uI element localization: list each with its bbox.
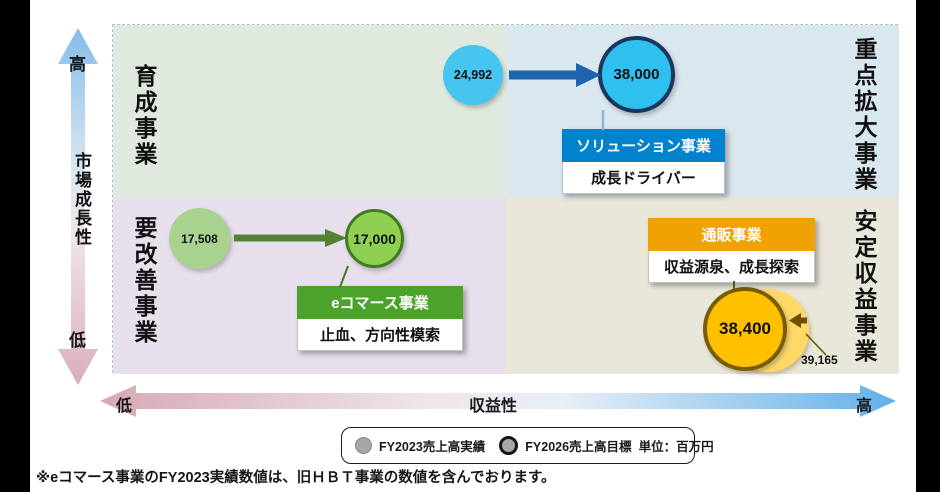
bubble-solution-fy2023: 24,992: [443, 45, 503, 105]
callout-ecommerce-title: eコマース事業: [297, 286, 463, 319]
y-axis-title: 市場成長性: [72, 152, 91, 247]
bubble-solution-fy2026-value: 38,000: [613, 66, 660, 83]
callout-solution-title: ソリューション事業: [562, 129, 725, 162]
callout-mailorder-title: 通販事業: [648, 218, 815, 251]
y-axis-low-label: 低: [69, 331, 86, 350]
footnote: ※eコマース事業のFY2023実績数値は、旧ＨＢＴ事業の数値を含んでおります。: [36, 470, 556, 486]
quadrant-matrix: [112, 24, 899, 374]
bubble-ecommerce-fy2026: 17,000: [345, 209, 404, 268]
quadrant-top-left: [113, 25, 506, 197]
legend-unit-label: 単位：百万円: [638, 440, 714, 454]
bubble-mailorder-fy2023-value: 39,165: [801, 353, 838, 367]
bubble-ecommerce-fy2026-value: 17,000: [353, 230, 396, 247]
bubble-solution-fy2026: 38,000: [598, 36, 675, 113]
callout-mailorder: 通販事業 収益源泉、成長探索: [648, 218, 815, 283]
legend-fy2026-label: FY2026売上高目標: [525, 440, 632, 454]
callout-solution-strategy: 成長ドライバー: [562, 162, 725, 194]
legend: FY2023売上高実績 FY2026売上高目標 単位：百万円: [341, 427, 714, 464]
bubble-ecommerce-fy2023-value: 17,508: [181, 231, 218, 246]
callout-ecommerce-strategy: 止血、方向性模索: [297, 319, 463, 351]
callout-solution: ソリューション事業 成長ドライバー: [562, 129, 725, 194]
bubble-mailorder-fy2026-value: 38,400: [719, 319, 771, 338]
quadrant-label-juten: 重点拡大事業: [851, 37, 877, 193]
legend-fy2023-label: FY2023売上高実績: [379, 440, 486, 454]
x-axis-title: 収益性: [469, 398, 518, 415]
x-axis-low-label: 低: [116, 398, 133, 415]
quadrant-label-kaizen: 要改善事業: [131, 216, 157, 346]
legend-fy2026-ring-icon: [499, 436, 519, 455]
y-axis-arrow: [58, 28, 98, 385]
x-axis-high-label: 高: [856, 398, 873, 415]
callout-ecommerce: eコマース事業 止血、方向性模索: [297, 286, 463, 351]
bubble-ecommerce-fy2023: 17,508: [169, 208, 230, 269]
y-axis-high-label: 高: [69, 55, 86, 74]
quadrant-label-ikusei: 育成事業: [131, 64, 157, 168]
callout-mailorder-strategy: 収益源泉、成長探索: [648, 251, 815, 283]
legend-fy2023-dot-icon: [355, 437, 372, 454]
bubble-mailorder-fy2026: 38,400: [703, 287, 787, 371]
x-axis-arrow: [100, 385, 896, 417]
bubble-solution-fy2023-value: 24,992: [453, 68, 493, 82]
quadrant-label-antei: 安定収益事業: [851, 209, 877, 365]
